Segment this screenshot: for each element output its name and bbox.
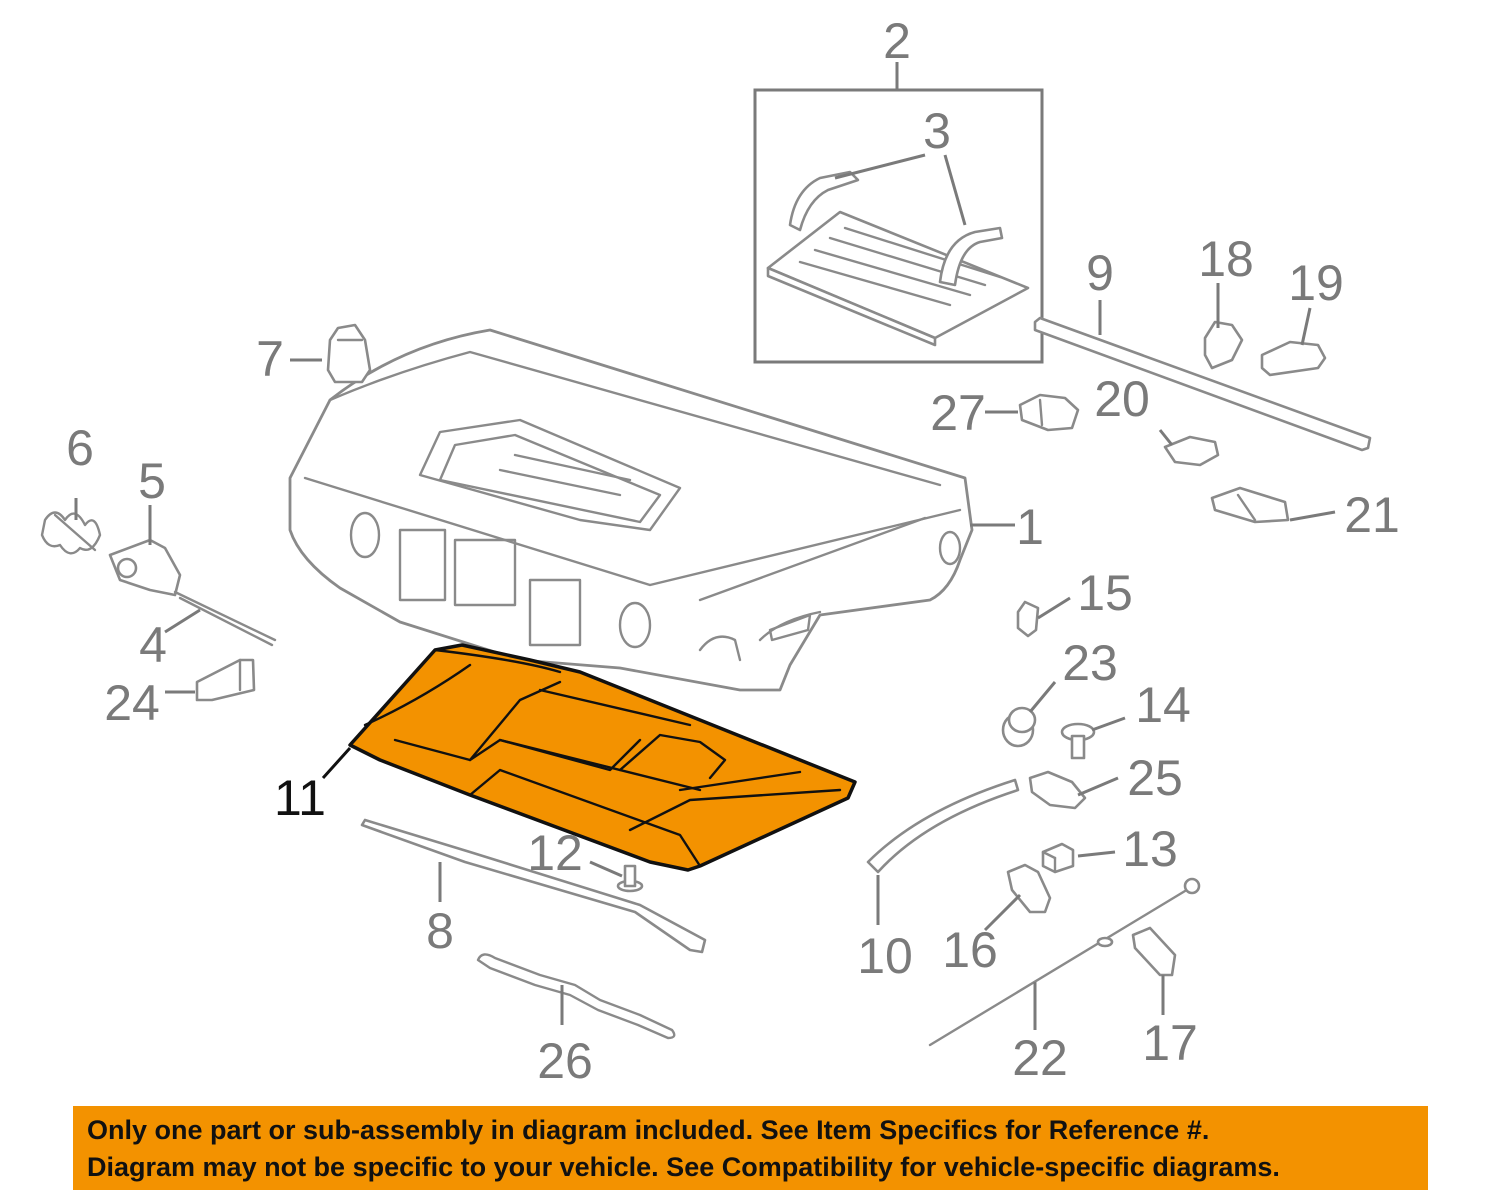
part-12-bolt bbox=[616, 864, 644, 893]
disclaimer-line-1: Only one part or sub-assembly in diagram… bbox=[87, 1115, 1210, 1145]
callout-15: 15 bbox=[1077, 565, 1133, 621]
callout-8: 8 bbox=[426, 903, 454, 959]
part-10-seal bbox=[866, 778, 1020, 874]
callout-9: 9 bbox=[1086, 245, 1114, 301]
callout-2: 2 bbox=[883, 13, 911, 69]
part-1-hood bbox=[288, 328, 974, 692]
part-24-bumper bbox=[195, 658, 256, 702]
callout-24: 24 bbox=[104, 675, 160, 731]
part-23-grommet bbox=[1001, 706, 1037, 748]
part-20-clip bbox=[1163, 435, 1220, 467]
part-7-clip bbox=[326, 323, 372, 384]
callout-18: 18 bbox=[1198, 231, 1254, 287]
part-21-latch bbox=[1210, 486, 1290, 524]
callout-20: 20 bbox=[1094, 371, 1150, 427]
part-8-seal bbox=[360, 818, 707, 954]
callout-6: 6 bbox=[66, 420, 94, 476]
part-14-clip bbox=[1060, 722, 1096, 760]
disclaimer-banner: Only one part or sub-assembly in diagram… bbox=[73, 1106, 1428, 1190]
callout-17: 17 bbox=[1142, 1015, 1198, 1071]
callout-14: 14 bbox=[1135, 677, 1191, 733]
part-18-bracket bbox=[1203, 320, 1244, 370]
callout-16: 16 bbox=[942, 922, 998, 978]
callout-3: 3 bbox=[923, 103, 951, 159]
disclaimer-line-2: Diagram may not be specific to your vehi… bbox=[87, 1152, 1280, 1182]
part-27-clip bbox=[1018, 393, 1080, 432]
part-15-clip bbox=[1016, 600, 1040, 638]
callout-labels: 2 3 7 6 5 4 24 9 18 19 27 20 21 1 15 23 … bbox=[66, 13, 1400, 1089]
part-26-rod bbox=[476, 953, 676, 1040]
callout-13: 13 bbox=[1122, 821, 1178, 877]
callout-25: 25 bbox=[1127, 750, 1183, 806]
part-2-scoop-assembly bbox=[753, 88, 1044, 364]
callout-7: 7 bbox=[256, 331, 284, 387]
callout-12: 12 bbox=[527, 825, 583, 881]
part-19-bracket bbox=[1260, 340, 1327, 377]
part-9-seal bbox=[1033, 316, 1372, 452]
callout-19: 19 bbox=[1288, 255, 1344, 311]
parts-diagram: 2 3 7 6 5 4 24 9 18 19 27 20 21 1 15 23 … bbox=[40, 13, 1400, 1089]
part-22-prop-rod bbox=[928, 877, 1201, 1047]
part-17-holder bbox=[1131, 926, 1177, 977]
callout-10: 10 bbox=[857, 928, 913, 984]
callout-22: 22 bbox=[1012, 1030, 1068, 1086]
callout-26: 26 bbox=[537, 1033, 593, 1089]
callout-23: 23 bbox=[1062, 635, 1118, 691]
part-4-release-cable bbox=[173, 590, 277, 647]
part-16-bracket bbox=[1006, 863, 1052, 914]
callout-4: 4 bbox=[139, 617, 167, 673]
callout-21: 21 bbox=[1344, 487, 1400, 543]
callout-5: 5 bbox=[138, 453, 166, 509]
part-13-nut bbox=[1041, 842, 1075, 874]
part-5-cable-end bbox=[108, 538, 182, 597]
leader-lines bbox=[74, 62, 1336, 1030]
callout-11: 11 bbox=[274, 770, 326, 826]
part-25-clip bbox=[1028, 770, 1087, 810]
callout-1: 1 bbox=[1016, 499, 1044, 555]
part-6-spring bbox=[40, 511, 102, 555]
callout-27: 27 bbox=[930, 385, 986, 441]
part-11-hood-insulator bbox=[348, 643, 857, 872]
